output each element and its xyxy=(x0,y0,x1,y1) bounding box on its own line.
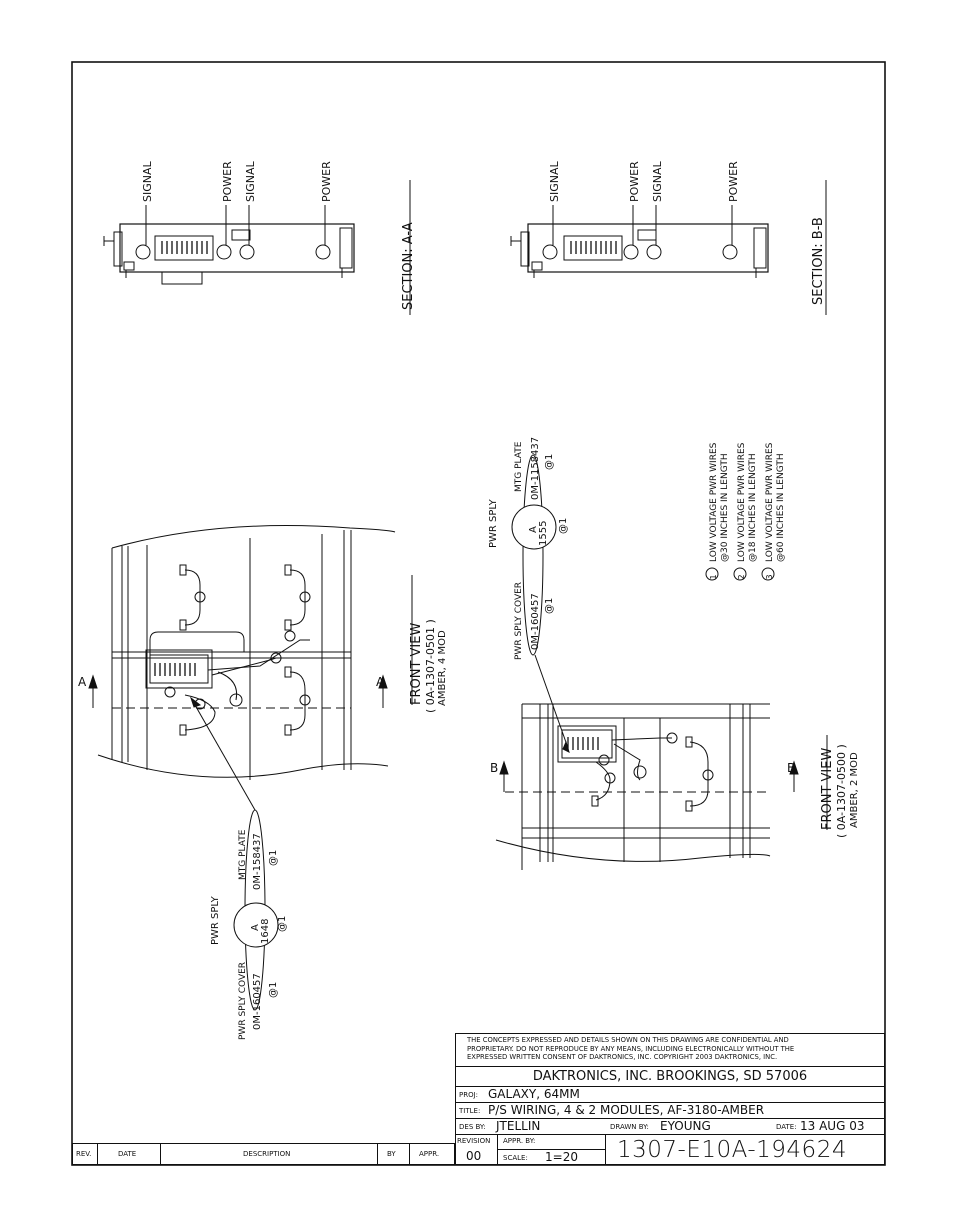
section-bb-label-3: SIGNAL xyxy=(651,160,664,202)
front-view-4-drawing xyxy=(88,525,413,1011)
note-3-num: 3 xyxy=(765,574,774,579)
front-view-2-desc: AMBER, 2 MOD xyxy=(849,752,860,828)
fv4-circle-letter: A xyxy=(250,924,261,931)
date-value: 13 AUG 03 xyxy=(800,1119,865,1133)
section-bb-drawing xyxy=(510,180,827,315)
cut-marker-a-right: A xyxy=(376,675,385,689)
fv4-cover-part: 0M-160457 xyxy=(252,973,263,1030)
note-2-line2: @18 INCHES IN LENGTH xyxy=(748,453,758,562)
cut-marker-b-right: B xyxy=(787,761,795,775)
divider xyxy=(160,1143,161,1165)
divider xyxy=(497,1149,605,1150)
description-header: DESCRIPTION xyxy=(243,1150,291,1158)
fv2-cover-part: 0M-160457 xyxy=(530,593,541,650)
section-aa-label-3: SIGNAL xyxy=(244,160,257,202)
divider xyxy=(409,1143,410,1165)
divider xyxy=(455,1134,885,1135)
note-1-line2: @30 INCHES IN LENGTH xyxy=(720,453,730,562)
date-header: DATE xyxy=(118,1150,137,1158)
fv4-circle-qty: @1 xyxy=(277,916,288,932)
notes-block xyxy=(705,567,775,581)
project-value: GALAXY, 64MM xyxy=(488,1087,580,1101)
confidential-notice: THE CONCEPTS EXPRESSED AND DETAILS SHOWN… xyxy=(467,1036,794,1062)
notice-line-2: PROPRIETARY. DO NOT REPRODUCE BY ANY MEA… xyxy=(467,1044,795,1053)
revision-value: 00 xyxy=(466,1149,482,1163)
note-2-marker xyxy=(733,567,747,581)
cut-marker-a-left: A xyxy=(78,675,87,689)
divider xyxy=(455,1102,885,1103)
note-3-line2: @60 INCHES IN LENGTH xyxy=(776,453,786,562)
notice-line-3: EXPRESSED WRITTEN CONSENT OF DAKTRONICS,… xyxy=(467,1053,778,1061)
section-bb-label-4: POWER xyxy=(727,161,740,202)
des-label: DES BY: xyxy=(459,1123,486,1131)
note-2-line1: LOW VOLTAGE PWR WIRES xyxy=(737,442,747,562)
proj-label: PROJ: xyxy=(459,1091,479,1099)
divider xyxy=(455,1118,885,1119)
note-1-num: 1 xyxy=(709,574,718,579)
rev-header: REV. xyxy=(76,1150,92,1158)
title-block xyxy=(455,1033,885,1165)
revision-label: REVISION xyxy=(457,1137,491,1145)
section-aa-drawing xyxy=(103,180,411,315)
title-label: TITLE: xyxy=(459,1107,481,1115)
fv4-plate-part: 0M-158437 xyxy=(252,833,263,890)
appr-label: APPR. BY: xyxy=(503,1137,536,1145)
fv4-plate-qty: @1 xyxy=(268,850,279,866)
front-view-4-title: FRONT VIEW xyxy=(409,623,424,705)
fv2-plate-label: MTG PLATE xyxy=(514,441,524,492)
fv2-plate-part: 0M-1158437 xyxy=(530,437,541,500)
notice-line-1: THE CONCEPTS EXPRESSED AND DETAILS SHOWN… xyxy=(467,1036,789,1044)
drawing-number: 1307-E10A-194624 xyxy=(617,1137,847,1163)
date-label: DATE: xyxy=(776,1123,797,1131)
note-3-line1: LOW VOLTAGE PWR WIRES xyxy=(765,442,775,562)
section-bb-label-2: POWER xyxy=(628,161,641,202)
cut-marker-b-left: B xyxy=(490,761,498,775)
company-name: DAKTRONICS, INC. BROOKINGS, SD 57006 xyxy=(532,1069,808,1084)
section-aa-label-4: POWER xyxy=(320,161,333,202)
section-aa-title: SECTION: A-A xyxy=(401,222,416,310)
fv2-circle-qty: @1 xyxy=(558,518,569,534)
divider xyxy=(605,1134,606,1165)
front-view-4-part: ( 0A-1307-0501 ) xyxy=(424,619,437,713)
scale-value: 1=20 xyxy=(545,1150,578,1164)
note-1-line1: LOW VOLTAGE PWR WIRES xyxy=(709,442,719,562)
divider xyxy=(377,1143,378,1165)
section-bb-title: SECTION: B-B xyxy=(811,217,826,305)
company-row xyxy=(455,1066,885,1088)
note-3-marker xyxy=(761,567,775,581)
divider xyxy=(97,1143,98,1165)
revision-block xyxy=(72,1143,455,1165)
fv2-pwr-sply: PWR SPLY xyxy=(488,498,499,548)
designer-value: JTELLIN xyxy=(496,1119,541,1133)
fv2-cover-qty: @1 xyxy=(544,598,555,614)
appr-header: APPR. xyxy=(419,1150,440,1158)
drawn-by-value: EYOUNG xyxy=(660,1119,711,1133)
section-aa-label-2: POWER xyxy=(221,161,234,202)
front-view-2-part: ( 0A-1307-0500 ) xyxy=(835,744,848,838)
fv4-cover-label: PWR SPLY COVER xyxy=(238,962,248,1040)
note-2-num: 2 xyxy=(737,574,746,579)
section-aa-label-1: SIGNAL xyxy=(141,160,154,202)
note-1-marker xyxy=(705,567,719,581)
sheet-border xyxy=(71,61,886,1166)
fv4-circle-num: 1648 xyxy=(260,919,271,944)
by-header: BY xyxy=(387,1150,396,1158)
front-view-4-desc: AMBER, 4 MOD xyxy=(437,630,448,706)
fv4-pwr-sply: PWR SPLY xyxy=(210,895,221,945)
front-view-2-drawing xyxy=(495,454,828,870)
fv2-circle-num: 1555 xyxy=(538,521,549,546)
section-bb-label-1: SIGNAL xyxy=(548,160,561,202)
scale-label: SCALE: xyxy=(503,1154,528,1162)
drawn-label: DRAWN BY: xyxy=(610,1123,649,1131)
fv4-cover-qty: @1 xyxy=(268,982,279,998)
fv4-plate-label: MTG PLATE xyxy=(238,829,248,880)
title-value: P/S WIRING, 4 & 2 MODULES, AF-3180-AMBER xyxy=(488,1103,765,1117)
fv2-cover-label: PWR SPLY COVER xyxy=(514,582,524,660)
fv2-circle-letter: A xyxy=(528,526,539,533)
divider xyxy=(455,1086,885,1087)
front-view-2-title: FRONT VIEW xyxy=(820,748,835,830)
fv2-plate-qty: @1 xyxy=(544,454,555,470)
